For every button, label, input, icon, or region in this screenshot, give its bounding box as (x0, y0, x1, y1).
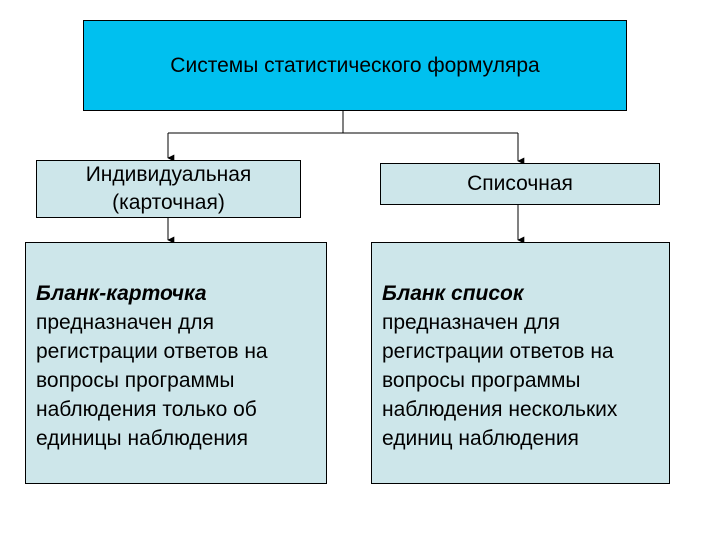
branch-node-individual-line1: Индивидуальная (85, 163, 252, 186)
detail-node-list-form: Бланк список предназначен для регистраци… (371, 242, 670, 484)
branch-node-individual: Индивидуальная (карточная) (36, 160, 301, 218)
detail-node-card-form-text: предназначен для регистрации ответов на … (36, 311, 268, 450)
branch-node-list-label: Списочная (467, 172, 573, 195)
detail-node-card-form: Бланк-карточка предназначен для регистра… (25, 242, 327, 484)
detail-node-card-form-heading: Бланк-карточка (36, 282, 207, 305)
root-node: Системы статистического формуляра (83, 20, 627, 111)
detail-node-list-form-heading: Бланк список (382, 282, 524, 305)
branch-node-list: Списочная (380, 163, 660, 205)
branch-node-individual-line2: (карточная) (112, 191, 225, 214)
root-node-label: Системы статистического формуляра (170, 53, 540, 77)
detail-node-list-form-text: предназначен для регистрации ответов на … (382, 311, 618, 450)
branch-node-individual-label: Индивидуальная (карточная) (86, 161, 252, 217)
